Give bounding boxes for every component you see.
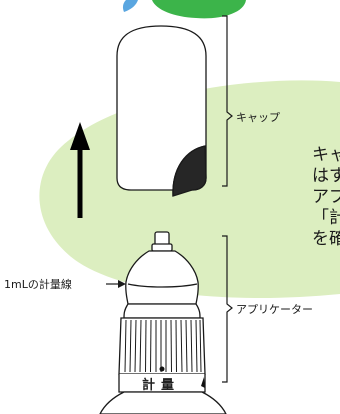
top-blue-shape: [122, 0, 138, 12]
up-arrow-icon: [70, 122, 90, 218]
side-text-line: を確: [312, 229, 340, 249]
cap-label: キャップ: [236, 111, 280, 124]
side-text-block: キャ はす アプ 「計 を確: [312, 145, 340, 249]
applicator-label: アプリケーター: [236, 303, 313, 316]
bottle-wedge-mark: [201, 377, 205, 388]
cap-illustration: [116, 25, 207, 197]
applicator-bracket: [222, 235, 233, 383]
measure-line-arrow: [106, 280, 126, 288]
bottle-dot: [159, 366, 165, 372]
top-green-shape: [152, 0, 246, 19]
side-text-line: 「計: [312, 208, 340, 228]
bottle-engraving: 計量: [142, 377, 180, 393]
side-text-line: キャ: [312, 145, 340, 165]
side-text-line: はす: [312, 166, 340, 186]
measure-line-label: 1mLの計量線: [4, 277, 72, 291]
bottle-illustration: [99, 231, 227, 414]
side-text-line: アプ: [312, 187, 340, 207]
cap-bracket: [222, 15, 233, 187]
